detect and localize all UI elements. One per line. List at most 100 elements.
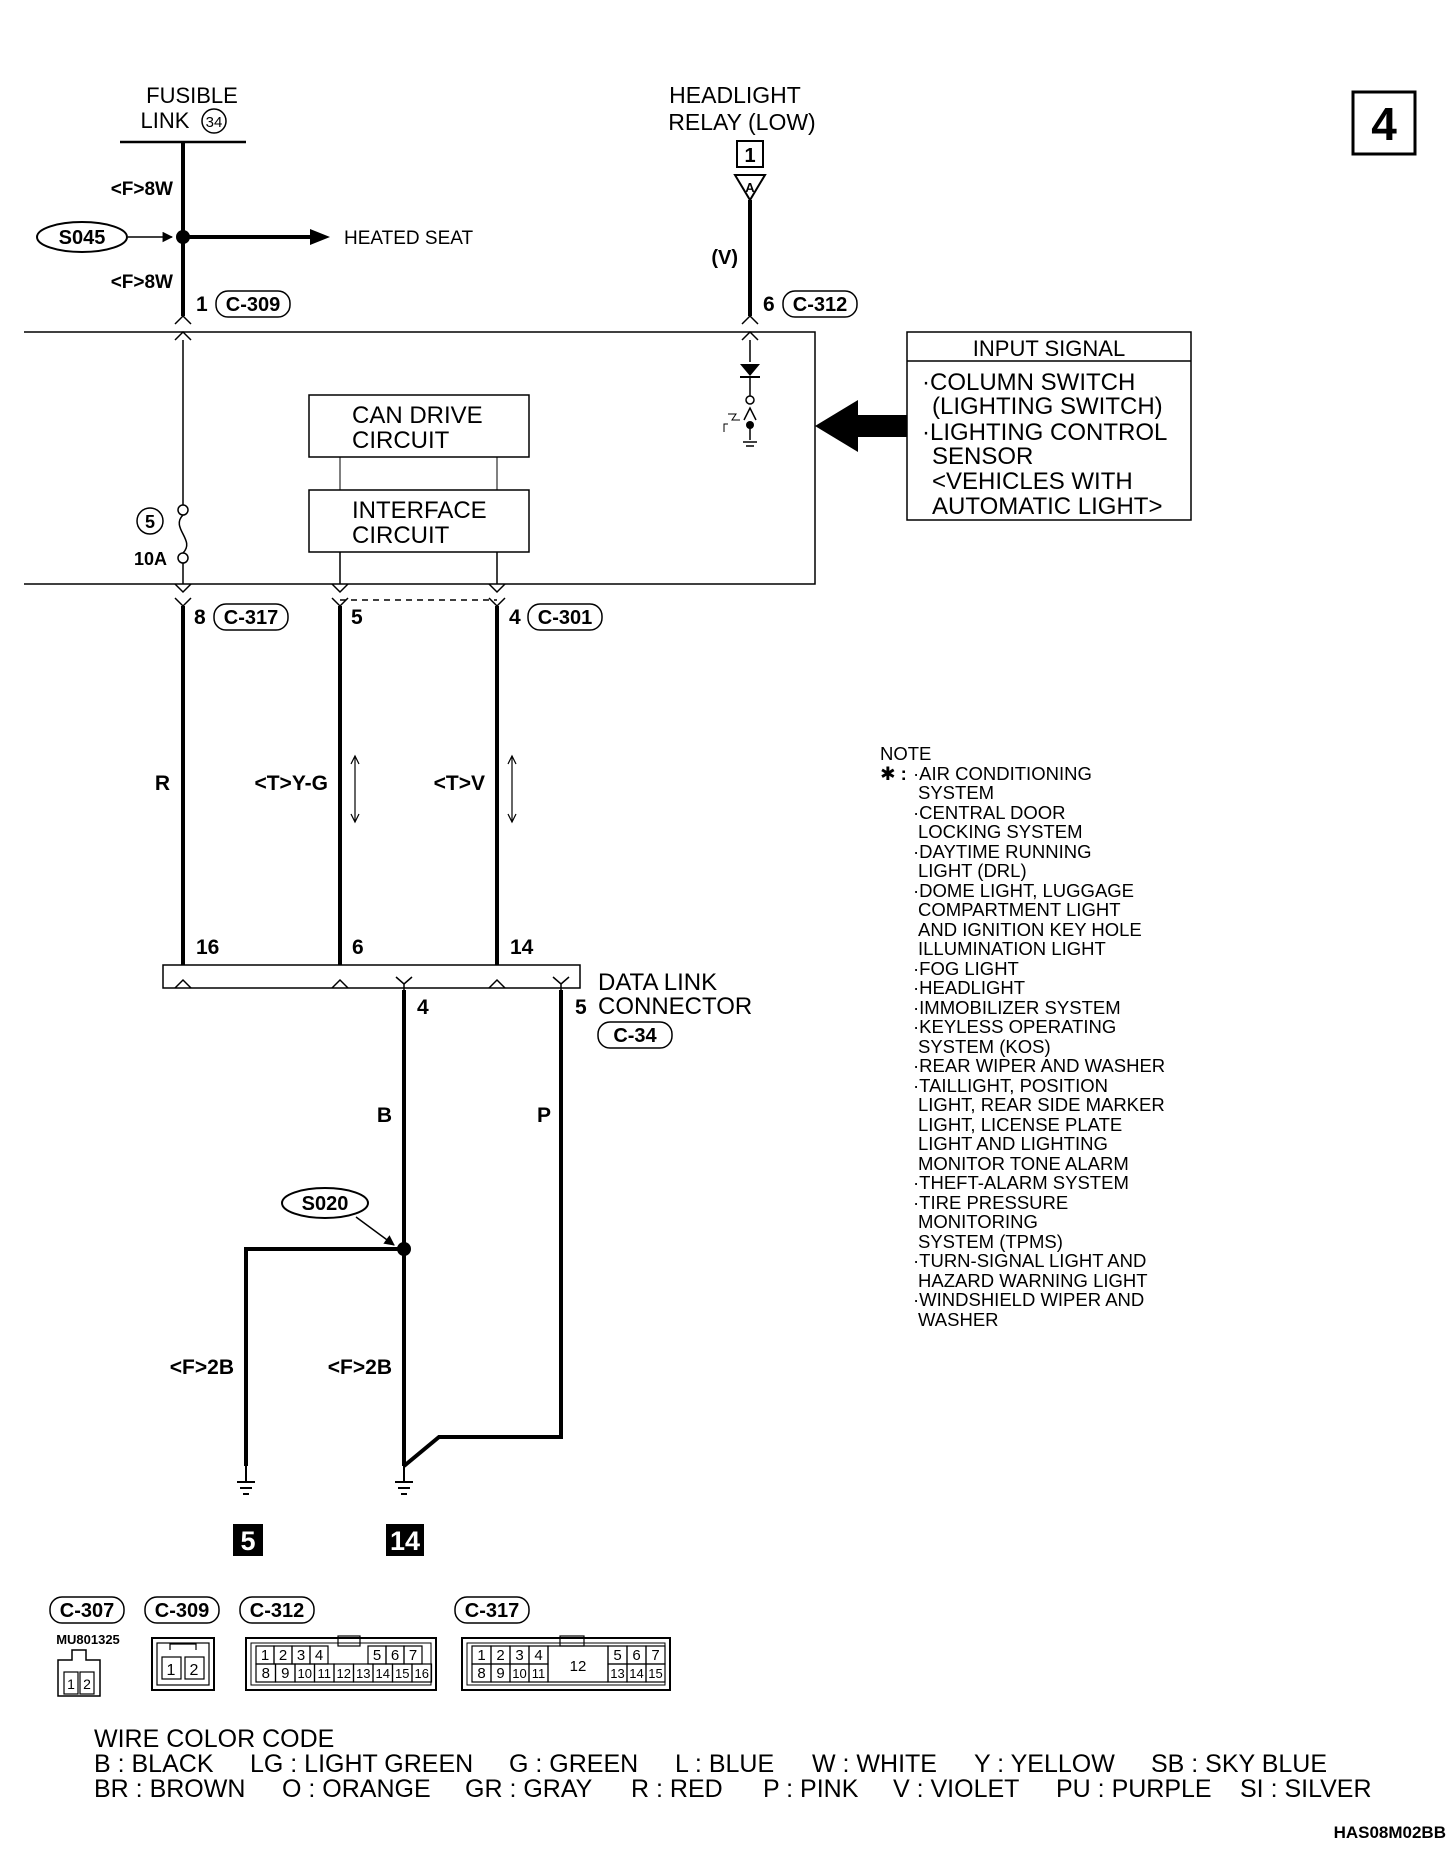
headlight-relay: HEADLIGHT RELAY (LOW) 1 A [668, 82, 816, 202]
ground-icon [237, 1466, 255, 1495]
pin-number: 14 [629, 1666, 643, 1681]
color-code: O : ORANGE [282, 1775, 431, 1803]
note-line: HAZARD WARNING LIGHT [918, 1270, 1148, 1291]
wire-color-title: WIRE COLOR CODE [94, 1725, 334, 1753]
ground-number-left: 5 [240, 1526, 255, 1556]
fusible-link: FUSIBLE LINK 34 [120, 83, 246, 144]
page-number-box: 4 [1351, 90, 1417, 156]
splice-s020: S020 [281, 1187, 395, 1246]
pin-c317: 8 [194, 606, 206, 629]
wire-label-f8w-top: <F>8W [111, 179, 173, 200]
input-signal-line: SENSOR [932, 443, 1033, 470]
input-signal-line: AUTOMATIC LIGHT> [932, 493, 1162, 520]
note-line: LIGHT (DRL) [918, 860, 1027, 881]
wire-label-red: R [155, 772, 170, 795]
pin-number: 2 [496, 1647, 504, 1664]
wire-label-tv: <T>V [434, 772, 485, 795]
color-code: SB : SKY BLUE [1151, 1750, 1327, 1778]
bidirectional-arrow-icon [507, 754, 517, 824]
note-star: ✱ : [880, 763, 907, 784]
pin-number: 12 [570, 1658, 587, 1675]
connector-c309-legend: C-309 1 2 [144, 1596, 220, 1691]
input-signal-line: <VEHICLES WITH [932, 468, 1133, 495]
color-code: GR : GRAY [465, 1775, 593, 1803]
relay-title: HEADLIGHT [669, 82, 801, 108]
pin-number: 11 [318, 1666, 332, 1681]
connector-c301: C-301 [538, 607, 592, 629]
pin-number: 16 [415, 1666, 429, 1681]
color-code: G : GREEN [509, 1750, 638, 1778]
c309-pin: 2 [190, 1662, 199, 1679]
relay-drive-circuit [723, 340, 760, 447]
color-code: B : BLACK [94, 1750, 214, 1778]
legend-c309: C-309 [155, 1600, 209, 1622]
relay-arrow-label: A [745, 180, 755, 195]
can-drive-line1: CAN DRIVE [352, 402, 483, 429]
pin-cell [645, 1663, 666, 1683]
note-line: ·KEYLESS OPERATING [913, 1016, 1116, 1037]
note-line: WASHER [918, 1309, 999, 1330]
note-line: COMPARTMENT LIGHT [918, 899, 1121, 920]
page-number: 4 [1371, 98, 1397, 150]
input-signal-line: ·LIGHTING CONTROL [922, 419, 1167, 446]
pin-number: 4 [315, 1647, 323, 1664]
note-line: SYSTEM [918, 782, 994, 803]
note-line: ·CENTRAL DOOR [913, 802, 1065, 823]
data-link-connector [162, 964, 581, 989]
interface-line2: CIRCUIT [352, 522, 450, 549]
color-code: V : VIOLET [893, 1775, 1019, 1803]
input-signal-line: ·COLUMN SWITCH [922, 369, 1135, 396]
pin-number: 13 [356, 1666, 370, 1681]
color-code: LG : LIGHT GREEN [250, 1750, 473, 1778]
fusible-label: LINK [141, 108, 190, 133]
color-code: PU : PURPLE [1056, 1775, 1212, 1803]
note-line: SYSTEM (TPMS) [918, 1231, 1063, 1252]
pin-number: 1 [477, 1647, 485, 1664]
pin-number: 9 [281, 1665, 289, 1682]
note-line: ·AIR CONDITIONING [913, 763, 1092, 784]
pin-number: 5 [373, 1647, 381, 1664]
legend-c317: C-317 [465, 1600, 519, 1622]
pin-number: 10 [512, 1666, 526, 1681]
note-line: MONITORING [918, 1211, 1038, 1232]
note-line: ILLUMINATION LIGHT [918, 938, 1106, 959]
connector-c317: C-317 [224, 607, 278, 629]
fuse-number: 5 [145, 512, 155, 532]
fusible-title: FUSIBLE [146, 83, 238, 108]
note-line: LOCKING SYSTEM [918, 821, 1082, 842]
wire-label-f2b-left: <F>2B [170, 1356, 234, 1379]
c309-pin: 1 [167, 1662, 176, 1679]
color-code: L : BLUE [675, 1750, 774, 1778]
splice-s020-label: S020 [302, 1193, 349, 1215]
pin-number: 4 [534, 1647, 542, 1664]
dlc-pin-6: 6 [352, 936, 364, 959]
diode-icon [740, 364, 760, 376]
wire-label-violet: (V) [711, 247, 738, 269]
relay-arrow-icon [733, 174, 767, 202]
pin-number: 13 [610, 1666, 624, 1681]
color-code: SI : SILVER [1240, 1775, 1372, 1803]
pin-number: 8 [262, 1665, 270, 1682]
legend-c307: C-307 [60, 1600, 114, 1622]
legend-c312: C-312 [250, 1600, 304, 1622]
fusible-number-circle [201, 108, 227, 134]
pin-number: 3 [515, 1647, 523, 1664]
color-code: R : RED [631, 1775, 723, 1803]
pin-number: 1 [261, 1647, 269, 1664]
pin-c312: 6 [763, 293, 775, 316]
dlc-pin-16: 16 [196, 936, 219, 959]
color-code: Y : YELLOW [974, 1750, 1115, 1778]
data-link-line2: CONNECTOR [598, 993, 752, 1020]
pin-number: 6 [632, 1647, 640, 1664]
note-line: ·THEFT-ALARM SYSTEM [913, 1172, 1129, 1193]
legend-part-number: MU801325 [56, 1632, 120, 1647]
pin-number: 5 [613, 1647, 621, 1664]
note-line: MONITOR TONE ALARM [918, 1153, 1129, 1174]
connector-c34: C-34 [613, 1025, 657, 1047]
splice-s045-label: S045 [59, 227, 106, 249]
pin-number: 3 [297, 1647, 305, 1664]
